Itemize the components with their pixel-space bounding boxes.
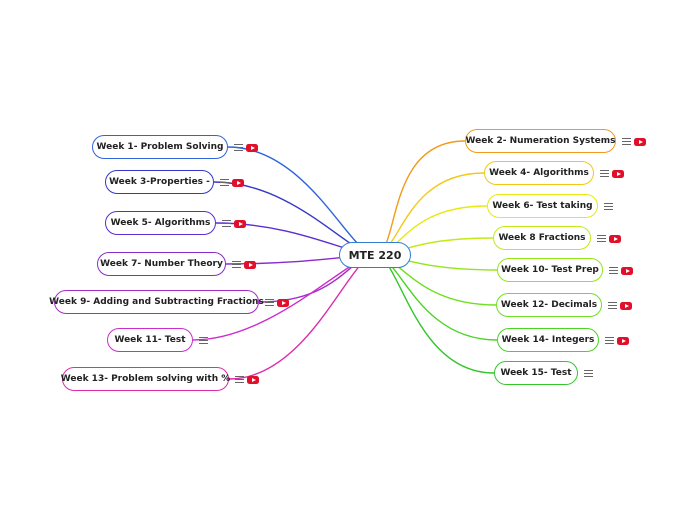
topic-label: Week 3-Properties - — [109, 177, 210, 187]
topic-label: Week 6- Test taking — [492, 201, 593, 211]
topic-node-week-15-test[interactable]: Week 15- Test — [494, 361, 578, 385]
notes-icon[interactable] — [584, 370, 593, 378]
central-topic-node[interactable]: MTE 220 — [339, 242, 411, 268]
notes-icon[interactable] — [597, 235, 606, 243]
youtube-video-icon[interactable] — [612, 170, 624, 178]
topic-node-week-3-properties[interactable]: Week 3-Properties - — [105, 170, 214, 194]
youtube-video-icon[interactable] — [247, 376, 259, 384]
topic-label: Week 14- Integers — [501, 335, 595, 345]
youtube-video-icon[interactable] — [617, 337, 629, 345]
connector-week-1-problem-solving — [227, 146, 376, 256]
youtube-video-icon[interactable] — [246, 144, 258, 152]
topic-label: Week 7- Number Theory — [100, 259, 223, 269]
topic-label: Week 8 Fractions — [498, 233, 586, 243]
notes-icon[interactable] — [199, 337, 208, 345]
central-topic-label: MTE 220 — [348, 248, 402, 262]
notes-icon[interactable] — [605, 337, 614, 345]
topic-label: Week 9- Adding and Subtracting Fractions — [49, 297, 264, 307]
connector-week-13-problem-solving-with — [228, 254, 376, 380]
notes-icon[interactable] — [220, 179, 229, 187]
youtube-video-icon[interactable] — [621, 267, 633, 275]
topic-node-week-9-adding-and-subtracting-fractions[interactable]: Week 9- Adding and Subtracting Fractions — [49, 290, 264, 314]
notes-icon[interactable] — [235, 376, 244, 384]
youtube-video-icon[interactable] — [277, 299, 289, 307]
topic-label: Week 11- Test — [114, 335, 186, 345]
topic-node-week-4-algorithms[interactable]: Week 4- Algorithms — [484, 161, 594, 185]
topic-node-week-5-algorithms[interactable]: Week 5- Algorithms — [105, 211, 216, 235]
notes-icon[interactable] — [234, 144, 243, 152]
topic-node-week-6-test-taking[interactable]: Week 6- Test taking — [487, 194, 598, 218]
topic-node-week-2-numeration-systems[interactable]: Week 2- Numeration Systems — [465, 129, 616, 153]
notes-icon[interactable] — [608, 302, 617, 310]
topic-label: Week 10- Test Prep — [501, 265, 599, 275]
youtube-video-icon[interactable] — [620, 302, 632, 310]
topic-node-week-11-test[interactable]: Week 11- Test — [107, 328, 193, 352]
notes-icon[interactable] — [622, 138, 631, 146]
youtube-video-icon[interactable] — [609, 235, 621, 243]
connector-week-15-test — [374, 254, 495, 374]
topic-label: Week 2- Numeration Systems — [465, 136, 616, 146]
topic-label: Week 4- Algorithms — [489, 168, 589, 178]
notes-icon[interactable] — [609, 267, 618, 275]
topic-node-week-14-integers[interactable]: Week 14- Integers — [497, 328, 599, 352]
topic-node-week-13-problem-solving-with[interactable]: Week 13- Problem solving with % — [60, 367, 231, 391]
topic-node-week-7-number-theory[interactable]: Week 7- Number Theory — [97, 252, 226, 276]
notes-icon[interactable] — [265, 299, 274, 307]
notes-icon[interactable] — [604, 203, 613, 211]
notes-icon[interactable] — [222, 220, 231, 228]
notes-icon[interactable] — [600, 170, 609, 178]
topic-node-week-8-fractions[interactable]: Week 8 Fractions — [493, 226, 591, 250]
topic-label: Week 15- Test — [500, 368, 572, 378]
topic-label: Week 5- Algorithms — [110, 218, 211, 228]
topic-label: Week 12- Decimals — [500, 300, 598, 310]
topic-label: Week 1- Problem Solving — [96, 142, 224, 152]
topic-node-week-1-problem-solving[interactable]: Week 1- Problem Solving — [92, 135, 228, 159]
topic-node-week-10-test-prep[interactable]: Week 10- Test Prep — [497, 258, 603, 282]
youtube-video-icon[interactable] — [244, 261, 256, 269]
topic-label: Week 13- Problem solving with % — [60, 374, 231, 384]
youtube-video-icon[interactable] — [234, 220, 246, 228]
youtube-video-icon[interactable] — [634, 138, 646, 146]
topic-node-week-12-decimals[interactable]: Week 12- Decimals — [496, 293, 602, 317]
notes-icon[interactable] — [232, 261, 241, 269]
connector-week-2-numeration-systems — [374, 140, 466, 256]
youtube-video-icon[interactable] — [232, 179, 244, 187]
